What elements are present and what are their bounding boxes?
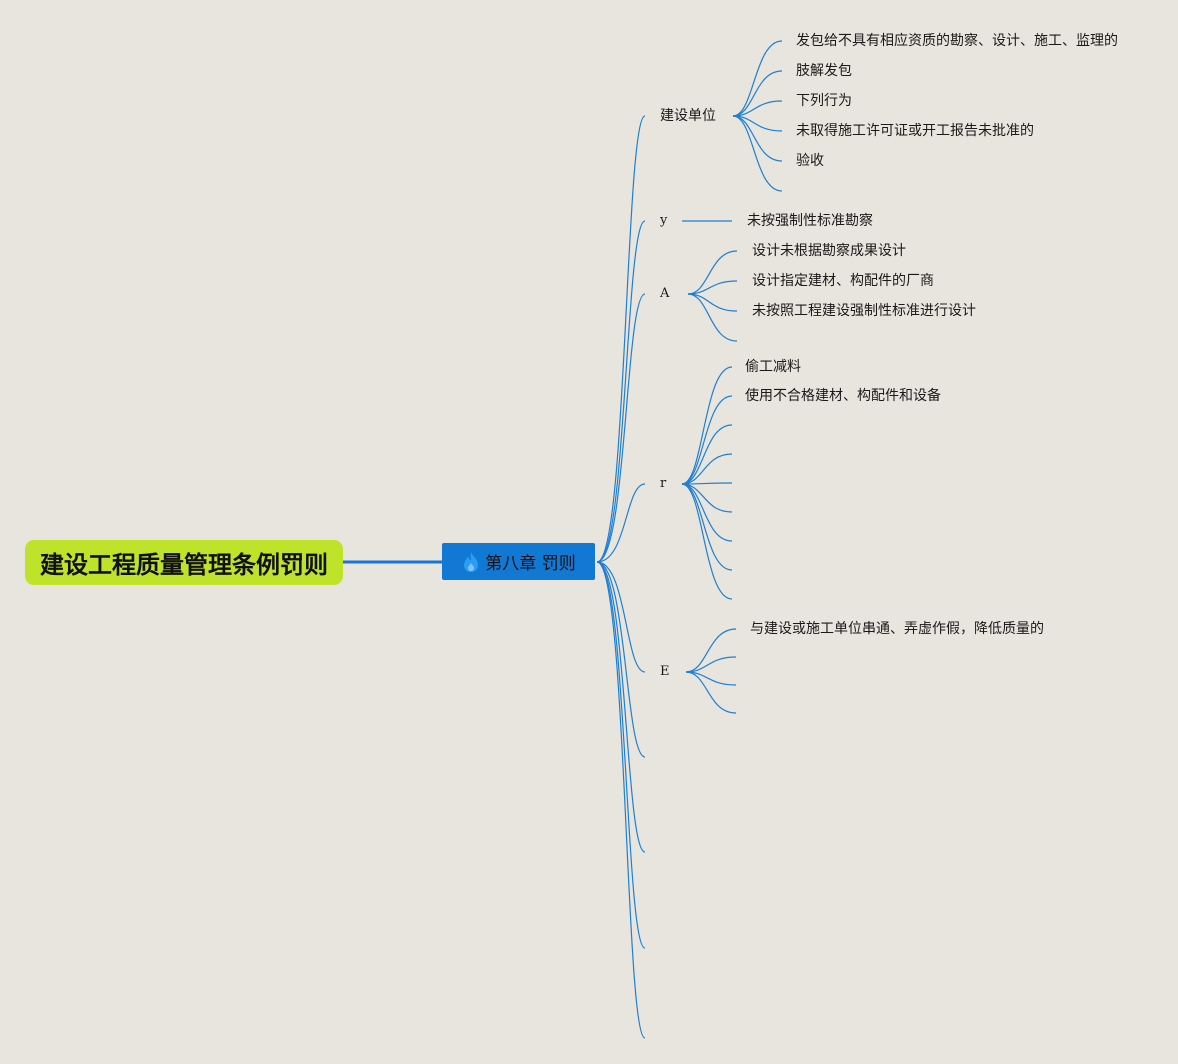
flame-icon bbox=[464, 551, 479, 572]
leaf-connector-line bbox=[681, 483, 733, 571]
leaf-topic[interactable]: 肢解发包 bbox=[796, 63, 852, 79]
leaf-connector-line bbox=[687, 280, 738, 295]
leaf-connector-line bbox=[685, 628, 737, 673]
branch-connector-line bbox=[596, 293, 646, 563]
leaf-connector-line bbox=[732, 70, 783, 117]
leaf-topic[interactable]: 偷工减料 bbox=[745, 359, 801, 375]
root-topic-label: 建设工程质量管理条例罚则 bbox=[40, 551, 328, 579]
leaf-connector-line bbox=[681, 395, 733, 485]
leaf-topic[interactable]: 设计指定建材、构配件的厂商 bbox=[752, 273, 934, 289]
leaf-connector-line bbox=[732, 115, 783, 192]
leaf-topic[interactable]: 验收 bbox=[796, 153, 824, 169]
branch-topic[interactable]: E bbox=[660, 664, 670, 679]
leaf-connector-line bbox=[685, 656, 737, 673]
leaf-topic[interactable]: 与建设或施工单位串通、弄虚作假，降低质量的 bbox=[750, 621, 1044, 637]
leaf-topic[interactable]: 使用不合格建材、构配件和设备 bbox=[745, 388, 941, 404]
branch-connector-line bbox=[596, 561, 646, 673]
leaf-connector-line bbox=[685, 671, 737, 714]
branch-topic[interactable]: A bbox=[660, 286, 670, 301]
branch-topic[interactable]: 建设单位 bbox=[660, 108, 716, 124]
leaf-topic[interactable]: 设计未根据勘察成果设计 bbox=[752, 243, 906, 259]
leaf-connector-line bbox=[681, 424, 733, 485]
leaf-connector-line bbox=[681, 366, 733, 485]
chapter-topic[interactable]: 第八章 罚则 bbox=[442, 543, 595, 580]
branch-connector-line bbox=[596, 483, 646, 563]
leaf-connector-line bbox=[687, 293, 738, 342]
leaf-topic[interactable]: 未按强制性标准勘察 bbox=[747, 213, 873, 229]
branch-connector-line bbox=[596, 561, 646, 853]
branch-connector-line bbox=[596, 561, 646, 758]
leaf-connector-line bbox=[687, 250, 738, 295]
leaf-topic[interactable]: 未取得施工许可证或开工报告未批准的 bbox=[796, 123, 1034, 139]
chapter-topic-label: 第八章 罚则 bbox=[485, 554, 576, 574]
branch-connector-line bbox=[596, 561, 646, 1039]
branch-connector-line bbox=[596, 561, 646, 949]
branch-topic[interactable]: r bbox=[660, 476, 667, 491]
leaf-connector-line bbox=[681, 483, 733, 600]
branch-connector-line bbox=[596, 220, 646, 563]
leaf-topic[interactable]: 下列行为 bbox=[796, 93, 852, 109]
branch-topic[interactable]: y bbox=[660, 213, 668, 228]
leaf-connector-line bbox=[681, 453, 733, 485]
leaf-topic[interactable]: 未按照工程建设强制性标准进行设计 bbox=[752, 303, 976, 319]
leaf-connector-line bbox=[732, 40, 783, 117]
leaf-connector-line bbox=[681, 483, 733, 542]
leaf-connector-line bbox=[732, 100, 783, 117]
root-topic[interactable]: 建设工程质量管理条例罚则 bbox=[25, 540, 343, 585]
leaf-topic[interactable]: 发包给不具有相应资质的勘察、设计、施工、监理的 bbox=[796, 33, 1118, 49]
branch-connector-line bbox=[596, 115, 646, 563]
leaf-connector-line bbox=[732, 115, 783, 162]
